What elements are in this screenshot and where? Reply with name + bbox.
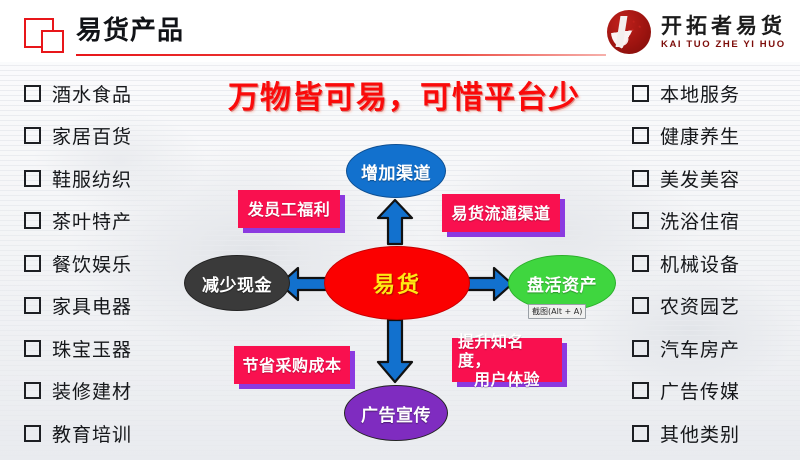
list-item-label: 鞋服纺织 [52, 168, 133, 191]
list-item[interactable]: 酒水食品 [24, 72, 224, 115]
list-item-label: 家居百货 [52, 126, 133, 149]
list-item[interactable]: 鞋服纺织 [24, 157, 224, 200]
square-checkbox-icon [632, 424, 649, 442]
logo-square-inner [41, 30, 64, 53]
list-item[interactable]: 珠宝玉器 [24, 327, 224, 370]
list-item[interactable]: 机械设备 [632, 242, 800, 285]
square-checkbox-icon [24, 84, 41, 102]
square-checkbox-icon [632, 297, 649, 315]
list-item[interactable]: 餐饮娱乐 [24, 242, 224, 285]
headline: 万物皆可易，可惜平台少 [228, 80, 580, 116]
square-checkbox-icon [632, 212, 649, 230]
brand-block: 开拓者易货 KAI TUO ZHE YI HUO [605, 8, 786, 56]
square-checkbox-icon [632, 84, 649, 102]
list-item-label: 餐饮娱乐 [52, 253, 133, 276]
barter-hub-diagram: 增加渠道 减少现金 盘活资产 广告宣传 易货 发员工福利 易货流通渠道 节省采购… [160, 130, 660, 455]
list-item[interactable]: 家具电器 [24, 285, 224, 328]
diagram-node-center[interactable]: 易货 [324, 246, 470, 320]
list-item-label: 机械设备 [660, 253, 741, 276]
list-item[interactable]: 教育培训 [24, 412, 224, 455]
list-item-label: 教育培训 [52, 423, 133, 446]
list-item-label: 酒水食品 [52, 83, 133, 106]
diagram-tag-bottom-right[interactable]: 提升知名度， 用户体验 [452, 332, 562, 389]
square-checkbox-icon [632, 382, 649, 400]
brand-name-en: KAI TUO ZHE YI HUO [661, 38, 786, 50]
list-item[interactable]: 美发美容 [632, 157, 800, 200]
list-item[interactable]: 家居百货 [24, 115, 224, 158]
emblem-star-3 [631, 28, 635, 32]
header-band [0, 0, 800, 62]
brand-name-cn: 开拓者易货 [661, 13, 786, 38]
list-item[interactable]: 洗浴住宿 [632, 200, 800, 243]
list-item[interactable]: 其他类别 [632, 412, 800, 455]
list-item-label: 其他类别 [660, 423, 741, 446]
list-item-label: 茶叶特产 [52, 211, 133, 234]
square-checkbox-icon [24, 169, 41, 187]
emblem-star-1 [632, 20, 636, 24]
list-item[interactable]: 健康养生 [632, 115, 800, 158]
diagram-node-left-label: 减少现金 [202, 275, 272, 296]
list-item-label: 广告传媒 [660, 381, 741, 404]
diagram-node-bottom-label: 广告宣传 [361, 405, 431, 426]
category-list-right: 本地服务 健康养生 美发美容 洗浴住宿 机械设备 农资园艺 汽车房产 广告传媒 … [632, 72, 800, 455]
list-item-label: 家具电器 [52, 296, 133, 319]
square-checkbox-icon [24, 339, 41, 357]
list-item-label: 装修建材 [52, 381, 133, 404]
diagram-node-left[interactable]: 减少现金 [184, 255, 290, 311]
square-checkbox-icon [24, 127, 41, 145]
diagram-tag-bottom-right-line1: 提升知名度， [458, 331, 525, 370]
list-item[interactable]: 广告传媒 [632, 370, 800, 413]
square-checkbox-icon [632, 127, 649, 145]
category-list-left: 酒水食品 家居百货 鞋服纺织 茶叶特产 餐饮娱乐 家具电器 珠宝玉器 装修建材 … [24, 72, 224, 455]
brand-text: 开拓者易货 KAI TUO ZHE YI HUO [661, 14, 786, 51]
double-square-icon [24, 18, 64, 53]
diagram-tag-top-right[interactable]: 易货流通渠道 [442, 194, 560, 232]
title-underline [76, 54, 606, 56]
square-checkbox-icon [24, 212, 41, 230]
diagram-node-top-label: 增加渠道 [361, 163, 431, 184]
diagram-tag-top-left-label: 发员工福利 [247, 199, 331, 219]
list-item-label: 美发美容 [660, 168, 741, 191]
diagram-tag-top-left[interactable]: 发员工福利 [238, 190, 340, 228]
diagram-node-bottom[interactable]: 广告宣传 [344, 385, 448, 441]
list-item[interactable]: 汽车房产 [632, 327, 800, 370]
diagram-tag-top-right-label: 易货流通渠道 [451, 203, 551, 223]
diagram-tag-bottom-right-line2: 用户体验 [473, 369, 540, 389]
list-item-label: 健康养生 [660, 126, 741, 149]
square-checkbox-icon [24, 382, 41, 400]
page-title: 易货产品 [76, 16, 185, 46]
list-item-label: 珠宝玉器 [52, 338, 133, 361]
list-item[interactable]: 本地服务 [632, 72, 800, 115]
diagram-node-right-label: 盘活资产 [527, 275, 597, 296]
diagram-tag-bottom-left-label: 节省采购成本 [242, 355, 342, 375]
square-checkbox-icon [632, 254, 649, 272]
list-item-label: 本地服务 [660, 83, 741, 106]
list-item[interactable]: 装修建材 [24, 370, 224, 413]
diagram-node-right[interactable]: 盘活资产 [508, 255, 616, 311]
emblem-star-2 [638, 25, 642, 29]
diagram-node-center-label: 易货 [372, 273, 421, 298]
list-item-label: 汽车房产 [660, 338, 741, 361]
diagram-node-top[interactable]: 增加渠道 [346, 144, 446, 198]
kaituozhe-circular-emblem-icon [605, 9, 653, 55]
diagram-tag-bottom-left[interactable]: 节省采购成本 [234, 346, 350, 384]
list-item-label: 洗浴住宿 [660, 211, 741, 234]
list-item[interactable]: 农资园艺 [632, 285, 800, 328]
screenshot-shortcut-tooltip: 截图(Alt + A) [528, 304, 587, 319]
square-checkbox-icon [632, 169, 649, 187]
square-checkbox-icon [24, 424, 41, 442]
square-checkbox-icon [24, 254, 41, 272]
arrow-up-icon [376, 198, 414, 246]
list-item[interactable]: 茶叶特产 [24, 200, 224, 243]
square-checkbox-icon [24, 297, 41, 315]
square-checkbox-icon [632, 339, 649, 357]
arrow-down-icon [376, 318, 414, 384]
arrow-right-icon [464, 266, 514, 302]
list-item-label: 农资园艺 [660, 296, 741, 319]
